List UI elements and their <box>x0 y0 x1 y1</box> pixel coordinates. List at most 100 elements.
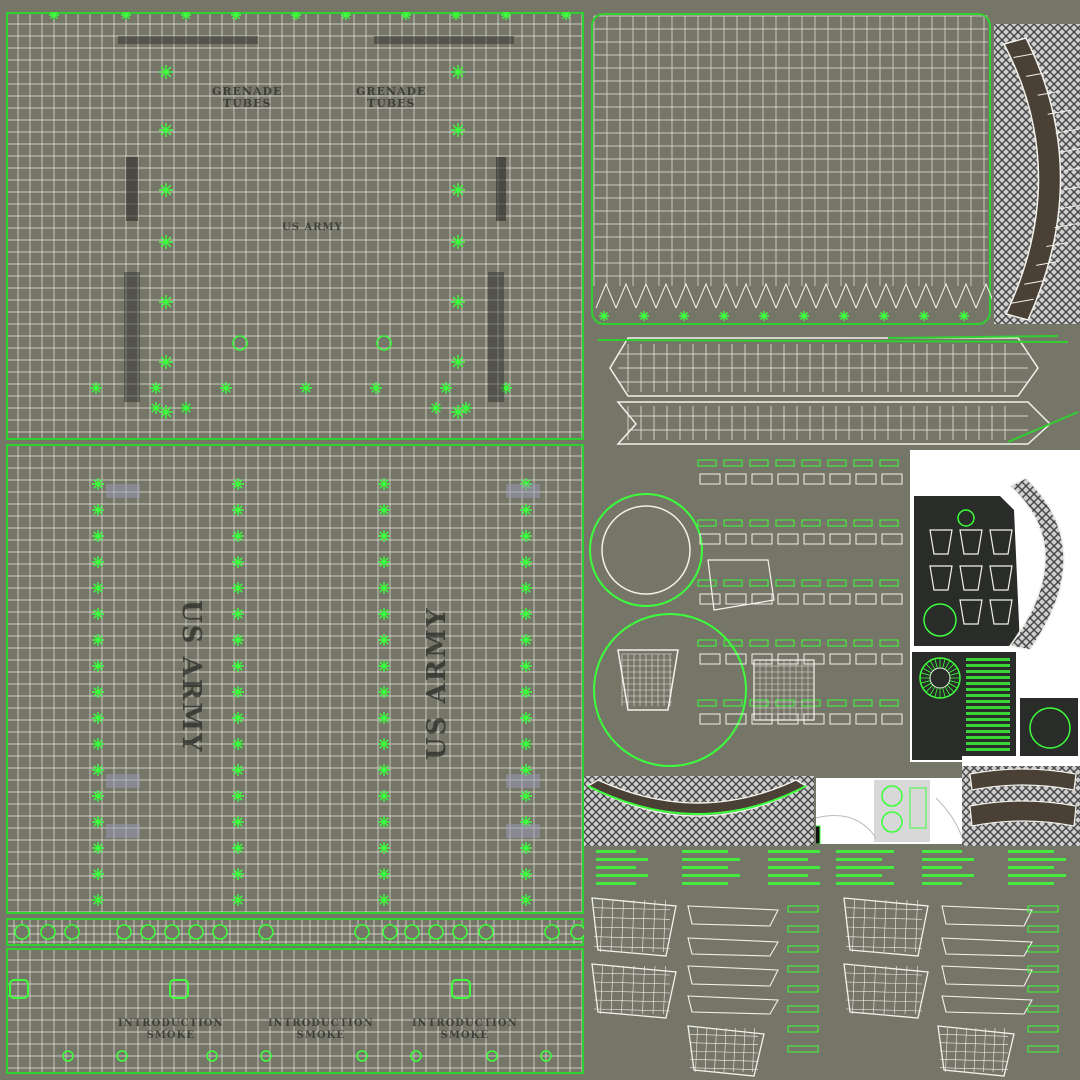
seam-bar <box>922 850 962 853</box>
strip-grid <box>618 344 1028 440</box>
decal-part <box>959 565 983 591</box>
part-bar <box>879 579 899 587</box>
part-bar <box>749 699 769 707</box>
seam-star <box>92 530 104 542</box>
seam-star <box>378 556 390 568</box>
grid-lines <box>593 15 988 286</box>
decal-bar <box>966 724 1010 727</box>
part-block <box>777 473 799 485</box>
decal-bar <box>966 736 1010 739</box>
seam-circle <box>478 924 494 940</box>
seam-star <box>159 123 173 137</box>
grid-lines <box>753 659 815 721</box>
seam-bar <box>682 874 740 877</box>
seam-bar <box>1027 1045 1059 1053</box>
seam-star <box>599 311 609 321</box>
stencil-mark <box>124 272 140 402</box>
part-bar <box>775 699 795 707</box>
seam-star <box>520 868 532 880</box>
stencil-mark <box>506 774 540 788</box>
seam-bar <box>1027 905 1059 913</box>
uv-island-middle-left-panel <box>6 444 584 914</box>
wireframe-grid <box>6 948 584 1074</box>
radial-lines <box>920 658 960 698</box>
seam-bar <box>787 1045 819 1053</box>
part-bar <box>801 519 821 527</box>
seam-star <box>378 686 390 698</box>
seam-star <box>879 311 889 321</box>
seam-star <box>92 582 104 594</box>
uv-island-top-left-panel <box>6 12 584 440</box>
part-block <box>777 653 799 665</box>
wireframe-parts <box>588 450 910 776</box>
decal-bar <box>966 682 1010 685</box>
part-grid <box>845 965 923 1015</box>
part-block <box>803 473 825 485</box>
part-grid <box>845 899 923 953</box>
part-block <box>699 713 721 725</box>
stencil-grenade-left: GRENADE TUBES <box>212 85 283 110</box>
uv-island-curved-mesh-top <box>994 24 1080 324</box>
seam-star <box>232 556 244 568</box>
part-block <box>803 533 825 545</box>
part-block <box>829 653 851 665</box>
seam-star <box>451 295 465 309</box>
part-bar <box>775 579 795 587</box>
part-trapezoid <box>591 897 677 957</box>
part-bar <box>879 699 899 707</box>
stencil-bottom-right: INTRODUCTION SMOKE <box>412 1018 518 1041</box>
grid-lines <box>6 948 584 1074</box>
uv-island-parts-cluster <box>588 450 910 776</box>
seam-circle <box>382 924 398 940</box>
part-bar <box>827 519 847 527</box>
part-block <box>725 653 747 665</box>
seam-star <box>719 311 729 321</box>
seam-circle <box>116 924 132 940</box>
seam-circle <box>164 924 180 940</box>
part-block <box>699 593 721 605</box>
seam-star <box>49 12 59 20</box>
grid-lines <box>6 444 584 914</box>
part-bar <box>749 579 769 587</box>
part-bar <box>723 699 743 707</box>
decal-bar <box>909 787 927 829</box>
seam-star <box>378 816 390 828</box>
seam-star <box>378 634 390 646</box>
seam-star <box>92 686 104 698</box>
decal-part <box>959 529 983 555</box>
seam-bar <box>922 858 974 861</box>
seam-bar <box>836 850 894 853</box>
seam-square <box>169 979 189 999</box>
seam-square <box>9 979 29 999</box>
seam-star <box>401 12 411 20</box>
curve-ribs <box>1011 53 1080 304</box>
stencil-mark <box>506 824 540 838</box>
seam-circle <box>356 1050 368 1062</box>
wireframe-curve <box>962 766 1080 846</box>
seam-star <box>159 295 173 309</box>
part-bar <box>879 459 899 467</box>
part-trapezoid <box>591 963 677 1019</box>
seam-bar <box>1027 1005 1059 1013</box>
seam-star <box>520 842 532 854</box>
seam-star <box>232 504 244 516</box>
seam-star <box>232 634 244 646</box>
seam-bar <box>922 866 962 869</box>
seam-circle <box>404 924 420 940</box>
uv-island-arrow-strips <box>588 332 1080 448</box>
seam-star <box>501 12 511 20</box>
seam-bar <box>787 985 819 993</box>
part-block <box>855 713 877 725</box>
seam-star <box>159 405 173 419</box>
seam-star <box>639 311 649 321</box>
stencil-mark <box>118 36 258 44</box>
part-bar <box>697 459 717 467</box>
seam-star <box>92 660 104 672</box>
uv-island-bottom-parts <box>588 846 1080 1080</box>
seam-circle <box>14 924 30 940</box>
part-sliver <box>941 905 1033 927</box>
wireframe-decal <box>816 780 962 844</box>
seam-star <box>231 12 241 20</box>
uv-island-top-right-panel <box>590 12 992 326</box>
stencil-us-army-right: US ARMY <box>422 606 452 760</box>
